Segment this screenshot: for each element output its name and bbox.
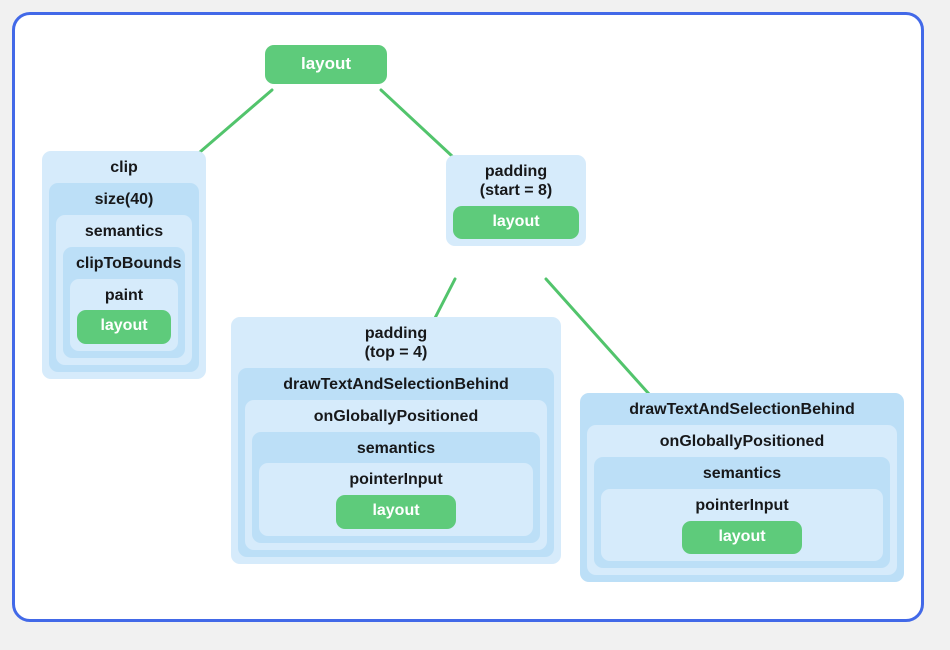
leaf-layout-root[interactable]: layout: [265, 45, 387, 84]
nest-label-drawtextandselectionbehind-right: drawTextAndSelectionBehind: [629, 401, 855, 418]
nest-size40[interactable]: size(40) semantics clipToBounds paint la…: [49, 182, 199, 372]
nest-semantics-mid[interactable]: semantics pointerInput layout: [252, 431, 540, 543]
nest-label-ongloballypositioned-right: onGloballyPositioned: [659, 432, 825, 450]
node-clip-stack[interactable]: clip size(40) semantics clipToBounds pai…: [42, 151, 206, 379]
nest-label-pointerinput-right: pointerInput: [695, 496, 789, 514]
nest-ongloballypositioned-right[interactable]: onGloballyPositioned semantics pointerIn…: [587, 424, 897, 575]
nest-label-drawtextandselectionbehind-mid: drawTextAndSelectionBehind: [283, 375, 509, 393]
leaf-layout-padding-start[interactable]: layout: [453, 205, 579, 240]
nest-label-padding-top-line2: (top = 4): [364, 343, 428, 361]
leaf-layout-draw-right[interactable]: layout: [682, 520, 802, 554]
nest-clip[interactable]: clip size(40) semantics clipToBounds pai…: [42, 151, 206, 379]
node-draw-right-stack[interactable]: drawTextAndSelectionBehind onGloballyPos…: [580, 393, 904, 582]
node-root-layout[interactable]: layout: [265, 45, 387, 84]
nest-drawtextandselectionbehind-right[interactable]: drawTextAndSelectionBehind onGloballyPos…: [580, 393, 904, 582]
nest-label-semantics: semantics: [84, 222, 164, 240]
nest-label-semantics-mid: semantics: [356, 439, 436, 457]
nest-padding-start[interactable]: padding (start = 8) layout: [446, 155, 586, 247]
nest-label-padding-start-line1: padding: [484, 163, 548, 180]
nest-semantics[interactable]: semantics clipToBounds paint layout: [56, 214, 192, 365]
nest-label-padding-top-line1: padding: [364, 325, 428, 342]
nest-label-ongloballypositioned-mid: onGloballyPositioned: [313, 407, 479, 425]
nest-label-pointerinput-mid: pointerInput: [349, 471, 443, 489]
node-padding-start-stack[interactable]: padding (start = 8) layout: [446, 155, 586, 247]
nest-pointerinput-mid[interactable]: pointerInput layout: [259, 463, 533, 536]
leaf-layout-clip[interactable]: layout: [77, 310, 171, 344]
nest-cliptobounds[interactable]: clipToBounds paint layout: [63, 246, 185, 358]
nest-label-clip: clip: [110, 159, 138, 176]
nest-pointerinput-right[interactable]: pointerInput layout: [601, 488, 883, 561]
nest-label-padding-start-line2: (start = 8): [479, 181, 553, 199]
leaf-layout-padding-top[interactable]: layout: [336, 495, 456, 529]
nest-semantics-right[interactable]: semantics pointerInput layout: [594, 456, 890, 568]
nest-label-size40: size(40): [94, 190, 154, 208]
node-padding-top-stack[interactable]: padding (top = 4) drawTextAndSelectionBe…: [231, 317, 561, 564]
nest-paint[interactable]: paint layout: [70, 278, 178, 351]
nest-label-cliptobounds: clipToBounds: [76, 254, 182, 272]
nest-label-paint: paint: [104, 286, 144, 304]
nest-label-semantics-right: semantics: [702, 464, 782, 482]
nest-label-padding-top: padding (top = 4): [238, 323, 554, 368]
nest-drawtextandselectionbehind-mid[interactable]: drawTextAndSelectionBehind onGloballyPos…: [238, 367, 554, 557]
nest-ongloballypositioned-mid[interactable]: onGloballyPositioned semantics pointerIn…: [245, 399, 547, 550]
nest-label-padding-start: padding (start = 8): [453, 161, 579, 206]
nest-padding-top[interactable]: padding (top = 4) drawTextAndSelectionBe…: [231, 317, 561, 564]
